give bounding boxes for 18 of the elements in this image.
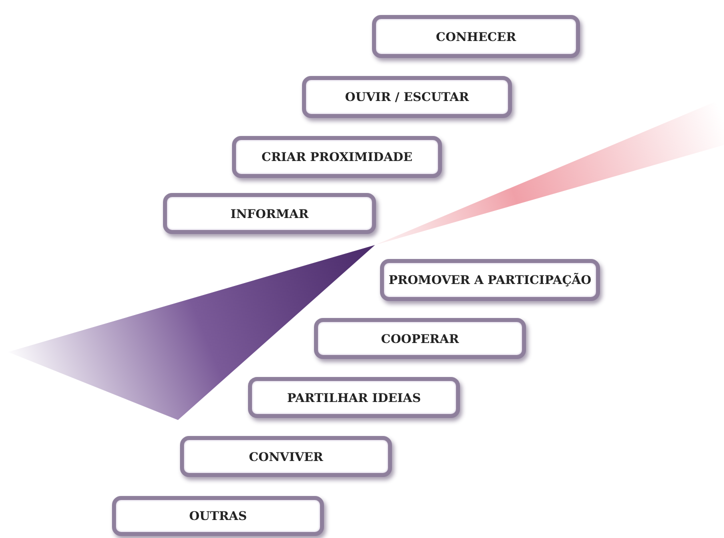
- label-box: [232, 136, 442, 178]
- box-label: PROMOVER A PARTICIPAÇÃO: [388, 273, 592, 287]
- box-label: OUVIR / ESCUTAR: [345, 90, 469, 104]
- box-label: COOPERAR: [381, 332, 459, 346]
- box-label: OUTRAS: [189, 509, 247, 523]
- label-box: [163, 193, 376, 234]
- box-label: CONVIVER: [248, 450, 324, 464]
- label-box: [372, 15, 580, 58]
- box-label: INFORMAR: [230, 206, 309, 220]
- label-box: [248, 377, 460, 418]
- label-box: [380, 259, 600, 301]
- box-label: CRIAR PROXIMIDADE: [262, 150, 412, 164]
- label-box: [314, 318, 526, 359]
- label-box: [180, 436, 392, 477]
- box-label: CONHECER: [436, 30, 516, 44]
- box-label: PARTILHAR IDEIAS: [287, 390, 421, 404]
- label-box: [112, 496, 324, 536]
- label-box: [302, 76, 512, 118]
